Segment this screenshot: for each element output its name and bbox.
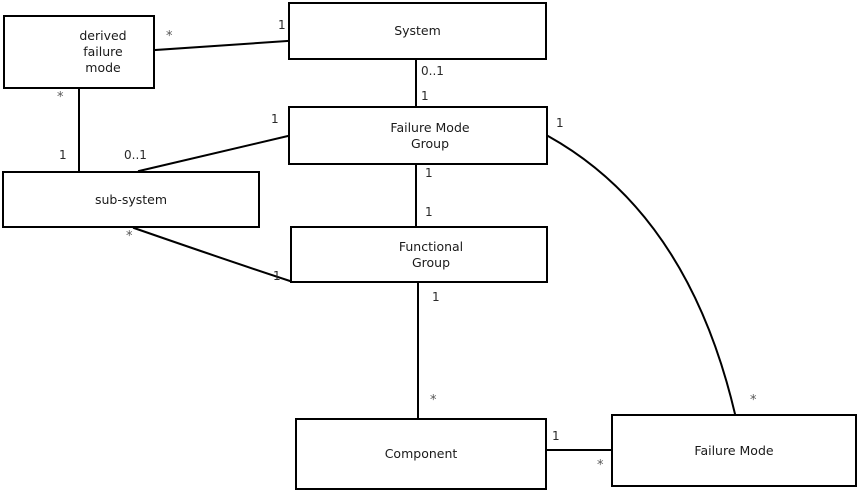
multiplicity-failure-mode-group-functional-group: 1: [425, 166, 433, 180]
multiplicity-component-failure-mode: 1: [552, 429, 560, 443]
association-sub-system-functional-group: [132, 226, 292, 283]
multiplicity-failure-mode-failure-mode-group: *: [750, 393, 757, 408]
class-label-derived-failure-mode: derived failure mode: [79, 28, 127, 75]
class-box-failure-mode-group[interactable]: Failure Mode Group: [288, 106, 548, 165]
multiplicity-derived-failure-mode-sub-system: *: [57, 90, 64, 105]
multiplicity-derived-failure-mode-system: *: [166, 29, 173, 44]
class-box-functional-group[interactable]: Functional Group: [290, 226, 548, 283]
multiplicity-functional-group-component: 1: [432, 290, 440, 304]
class-label-component: Component: [384, 446, 458, 461]
multiplicity-failure-mode-group-failure-mode: 1: [556, 116, 564, 130]
multiplicity-failure-mode-group-system: 1: [421, 89, 429, 103]
class-box-component[interactable]: Component: [295, 418, 547, 490]
multiplicity-sub-system-derived-failure-mode: 1: [59, 148, 67, 162]
association-derived-failure-mode-system: [153, 39, 290, 52]
class-label-functional-group: Functional Group: [398, 238, 464, 270]
multiplicity-sub-system-functional-group: *: [126, 229, 133, 244]
multiplicity-system-failure-mode-group: 0..1: [421, 64, 444, 78]
class-box-sub-system[interactable]: sub-system: [2, 171, 260, 228]
multiplicity-functional-group-failure-mode-group: 1: [425, 205, 433, 219]
class-box-failure-mode[interactable]: Failure Mode: [611, 414, 857, 487]
multiplicity-component-functional-group: *: [430, 393, 437, 408]
multiplicity-failure-mode-component: *: [597, 458, 604, 473]
class-label-system: System: [394, 23, 441, 38]
multiplicity-system-derived-failure-mode: 1: [278, 18, 286, 32]
class-label-failure-mode: Failure Mode: [694, 442, 774, 458]
class-box-system[interactable]: System: [288, 2, 547, 60]
class-box-derived-failure-mode[interactable]: derived failure mode: [3, 15, 155, 89]
association-failure-mode-group-failure-mode: [546, 134, 737, 416]
class-label-failure-mode-group: Failure Mode Group: [390, 119, 470, 151]
class-label-sub-system: sub-system: [94, 191, 168, 207]
multiplicity-functional-group-sub-system: 1: [273, 269, 281, 283]
multiplicity-failure-mode-group-sub-system: 1: [271, 112, 279, 126]
association-sub-system-failure-mode-group: [137, 134, 290, 173]
multiplicity-sub-system-failure-mode-group: 0..1: [124, 148, 147, 162]
